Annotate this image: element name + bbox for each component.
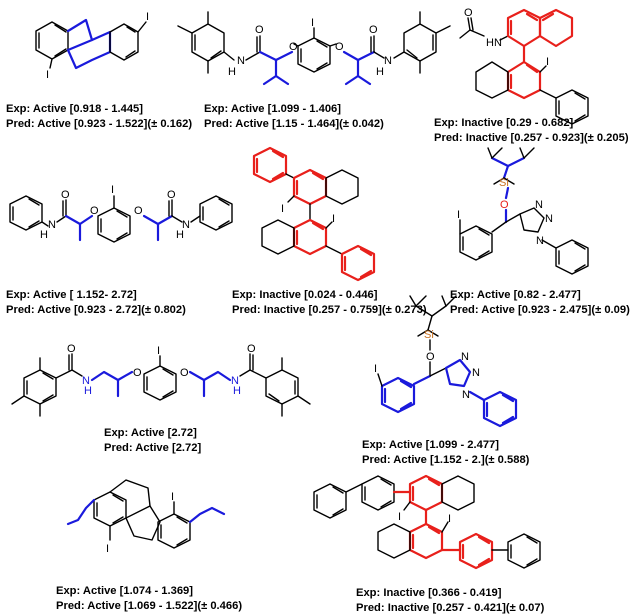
molecule-3-structure: O HN I — [459, 7, 589, 125]
iodine-label: I — [457, 209, 460, 221]
pred-label: Pred: Active [0.923 - 1.522](± 0.162) — [6, 118, 193, 130]
iodine-label: I — [374, 363, 377, 375]
ether-oxygen-label: O — [500, 199, 509, 211]
iodine-label: I — [171, 491, 174, 503]
exp-label: Exp: Inactive [0.024 - 0.446] — [232, 289, 378, 301]
carbonyl-oxygen-label: O — [67, 343, 76, 355]
iodine-label: I — [546, 56, 549, 68]
exp-label: Exp: Active [ 1.152- 2.72] — [6, 289, 137, 301]
carbonyl-oxygen-label: O — [61, 189, 70, 201]
iodine-label: I — [448, 513, 451, 525]
molecule-4-caption: Exp: Active [ 1.152- 2.72] Pred: Active … — [6, 288, 186, 318]
iodine-label: I — [332, 213, 335, 225]
molecule-5-caption: Exp: Inactive [0.024 - 0.446] Pred: Inac… — [232, 288, 427, 318]
molecule-10-structure: I I — [313, 474, 541, 570]
triazole-nitrogen-label: N — [535, 199, 543, 211]
molecule-7-caption: Exp: Active [2.72] Pred: Active [2.72] — [104, 426, 201, 456]
pred-label: Pred: Active [0.923 - 2.475](± 0.09) — [450, 304, 630, 316]
molecule-7-structure: O N H O I O N H O — [11, 343, 311, 417]
amide-nh-label: HN — [486, 37, 502, 49]
molecule-5-structure: I I — [252, 146, 376, 282]
ether-oxygen-label: O — [426, 351, 435, 363]
ether-oxygen-label: O — [335, 41, 344, 53]
pred-label: Pred: Active [2.72] — [104, 442, 202, 454]
exp-label: Exp: Active [0.918 - 1.445] — [6, 103, 144, 115]
carbonyl-oxygen-label: O — [369, 24, 378, 36]
amide-nh-label: N — [82, 375, 90, 387]
molecule-1-structure: I I — [35, 11, 149, 81]
amide-nh-label: H — [228, 66, 236, 78]
pred-label: Pred: Inactive [0.257 - 0.421](± 0.07) — [356, 602, 545, 614]
carbonyl-oxygen-label: O — [464, 7, 473, 19]
amide-nh-label: H — [233, 385, 241, 397]
molecule-4-structure: H N O O I O O N H — [9, 184, 233, 243]
carbonyl-oxygen-label: O — [255, 24, 264, 36]
triazole-nitrogen-label: N — [545, 213, 553, 225]
pred-label: Pred: Active [0.923 - 2.72](± 0.802) — [6, 304, 186, 316]
exp-label: Exp: Active [1.099 - 1.406] — [204, 103, 342, 115]
molecule-1-caption: Exp: Active [0.918 - 1.445] Pred: Active… — [6, 102, 192, 132]
iodine-label: I — [281, 203, 284, 215]
iodine-label: I — [46, 69, 49, 81]
molecule-6-structure: Si O I N N N — [457, 147, 589, 275]
molecule-2-caption: Exp: Active [1.099 - 1.406] Pred: Active… — [204, 102, 384, 132]
iodine-label: I — [146, 11, 149, 23]
silicon-label: Si — [424, 329, 434, 341]
exp-label: Exp: Active [0.82 - 2.477] — [450, 289, 581, 301]
molecule-10-caption: Exp: Inactive [0.366 - 0.419] Pred: Inac… — [356, 586, 544, 616]
iodine-label: I — [311, 17, 314, 29]
molecule-6-caption: Exp: Active [0.82 - 2.477] Pred: Active … — [450, 288, 630, 318]
triazole-nitrogen-label: N — [461, 351, 469, 363]
iodine-label: I — [106, 543, 109, 555]
pred-label: Pred: Inactive [0.257 - 0.923](± 0.205) — [434, 132, 629, 144]
triazole-nitrogen-label: N — [536, 235, 544, 247]
exp-label: Exp: Active [2.72] — [104, 427, 197, 439]
amide-nh-label: H — [176, 229, 184, 241]
amide-nh-label: H — [40, 229, 48, 241]
exp-label: Exp: Inactive [0.29 - 0.682] — [434, 117, 574, 129]
amide-nh-label: N — [231, 375, 239, 387]
amide-nh-label: N — [384, 55, 392, 67]
amide-nh-label: H — [376, 66, 384, 78]
silicon-label: Si — [499, 177, 509, 189]
ether-oxygen-label: O — [289, 41, 298, 53]
amide-nh-label: H — [84, 385, 92, 397]
carbonyl-oxygen-label: O — [167, 189, 176, 201]
molecule-9-structure: I I — [66, 479, 226, 555]
exp-label: Exp: Inactive [0.366 - 0.419] — [356, 587, 502, 599]
molecule-9-caption: Exp: Active [1.074 - 1.369] Pred: Active… — [56, 584, 242, 614]
pred-label: Pred: Active [1.069 - 1.522](± 0.466) — [56, 600, 243, 612]
molecule-2-structure: H N O O I O O N H — [177, 11, 451, 86]
ether-oxygen-label: O — [134, 205, 143, 217]
iodine-label: I — [157, 345, 160, 357]
triazole-nitrogen-label: N — [462, 389, 470, 401]
pred-label: Pred: Active [1.152 - 2.](± 0.588) — [362, 454, 530, 466]
exp-label: Exp: Active [1.074 - 1.369] — [56, 585, 194, 597]
iodine-label: I — [111, 184, 114, 196]
amide-nh-label: N — [182, 219, 190, 231]
molecule-8-caption: Exp: Active [1.099 - 2.477] Pred: Active… — [362, 438, 529, 468]
molecule-8-structure: Si O I N N N — [374, 295, 518, 428]
carbonyl-oxygen-label: O — [247, 343, 256, 355]
iodine-label: I — [398, 511, 401, 523]
amide-nh-label: N — [237, 55, 245, 67]
molecule-3-caption: Exp: Inactive [0.29 - 0.682] Pred: Inact… — [434, 116, 629, 146]
pred-label: Pred: Inactive [0.257 - 0.759](± 0.273) — [232, 304, 427, 316]
exp-label: Exp: Active [1.099 - 2.477] — [362, 439, 500, 451]
ether-oxygen-label: O — [133, 367, 142, 379]
ether-oxygen-label: O — [90, 205, 99, 217]
ether-oxygen-label: O — [180, 367, 189, 379]
amide-nh-label: N — [48, 219, 56, 231]
triazole-nitrogen-label: N — [472, 367, 480, 379]
pred-label: Pred: Active [1.15 - 1.464](± 0.042) — [204, 118, 384, 130]
